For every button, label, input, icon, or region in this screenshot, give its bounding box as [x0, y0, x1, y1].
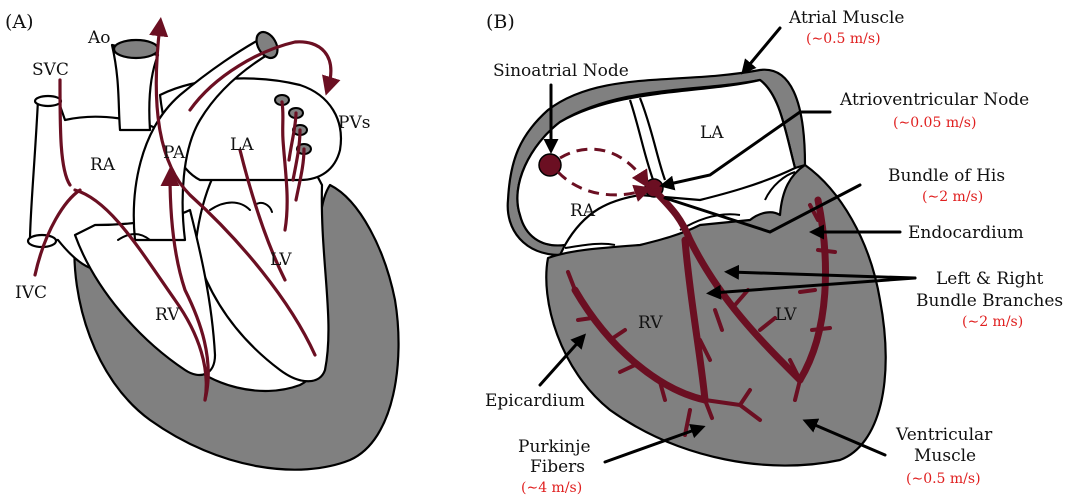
label-ao: Ao — [87, 28, 111, 48]
speed-atrial-muscle: (∼0.5 m/s) — [806, 31, 881, 47]
label-bundle-branches-1: Left & Right — [936, 269, 1043, 289]
label-atrial-muscle: Atrial Muscle — [788, 8, 904, 28]
label-purkinje-1: Purkinje — [518, 437, 591, 457]
speed-ventricular-muscle: (∼0.5 m/s) — [906, 471, 981, 487]
panel-b-tag: (B) — [486, 11, 515, 33]
label-la-b: LA — [700, 123, 724, 143]
label-ventricular-1: Ventricular — [895, 425, 993, 445]
label-endocardium: Endocardium — [908, 223, 1024, 243]
label-av-node: Atrioventricular Node — [839, 90, 1029, 110]
label-ra-b: RA — [570, 201, 596, 221]
label-la: LA — [230, 135, 254, 155]
label-purkinje-2: Fibers — [530, 457, 585, 477]
label-svc: SVC — [32, 60, 69, 80]
panel-a-heart-anatomy: (A) SVC Ao RA PA LA PVs LV RV IVC — [5, 11, 399, 470]
label-ra: RA — [90, 155, 116, 175]
label-lv-b: LV — [775, 305, 797, 325]
label-sa-node: Sinoatrial Node — [493, 61, 629, 81]
speed-purkinje: (∼4 m/s) — [521, 480, 582, 496]
label-rv-b: RV — [638, 313, 663, 333]
speed-bundle-his: (∼2 m/s) — [922, 189, 983, 205]
speed-bundle-branches: (∼2 m/s) — [962, 314, 1023, 330]
svc-opening — [35, 96, 61, 106]
label-epicardium: Epicardium — [485, 391, 585, 411]
panel-b-conduction-system: LA RA RV LV (B) Atrial Muscle (∼0.5 m/s)… — [485, 8, 1063, 496]
label-lv: LV — [270, 250, 292, 270]
label-pvs: PVs — [338, 113, 370, 133]
ivc-opening — [28, 235, 56, 247]
label-bundle-his: Bundle of His — [888, 166, 1005, 186]
leader-atrial-muscle — [745, 28, 780, 70]
panel-a-tag: (A) — [5, 11, 34, 33]
aorta-opening — [114, 40, 158, 58]
label-ivc: IVC — [15, 283, 47, 303]
label-ventricular-2: Muscle — [914, 446, 976, 466]
label-rv: RV — [155, 305, 180, 325]
label-bundle-branches-2: Bundle Branches — [916, 291, 1063, 311]
label-pa: PA — [163, 143, 186, 163]
speed-av-node: (∼0.05 m/s) — [893, 115, 976, 131]
